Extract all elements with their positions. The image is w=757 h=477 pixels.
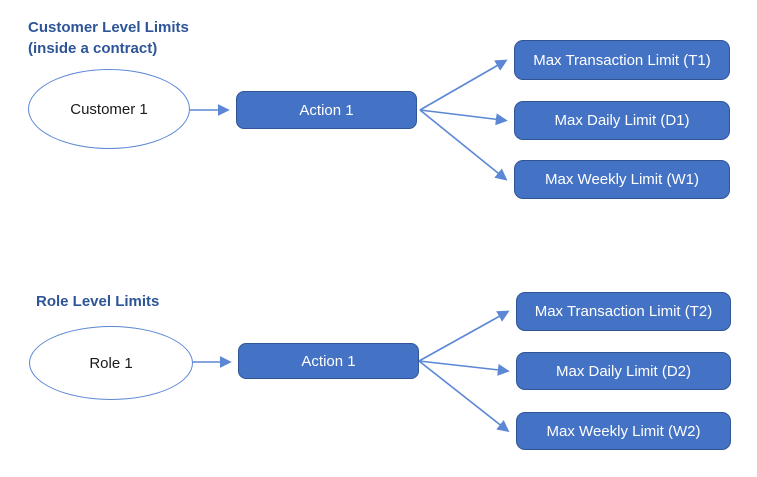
customer-section-title: Customer Level Limits (inside a contract… xyxy=(28,17,189,59)
connector-action2-to-w2 xyxy=(418,360,510,433)
role-title-line1: Role Level Limits xyxy=(36,293,160,310)
limit-label-t2: Max Transaction Limit (T2) xyxy=(534,303,713,320)
limit-node-max-daily-d1: Max Daily Limit (D1) xyxy=(514,101,730,140)
connector-action2-to-d2 xyxy=(418,360,510,376)
limit-node-max-weekly-w1: Max Weekly Limit (W1) xyxy=(514,160,730,199)
connector-action2-to-t2 xyxy=(418,310,510,362)
connector-action1-to-d1 xyxy=(419,109,508,126)
limit-node-max-transaction-t1: Max Transaction Limit (T1) xyxy=(514,40,730,80)
role-node: Role 1 xyxy=(29,326,193,400)
limit-label-w2: Max Weekly Limit (W2) xyxy=(546,422,701,440)
limit-label-d1: Max Daily Limit (D1) xyxy=(554,112,690,129)
limit-label-t1: Max Transaction Limit (T1) xyxy=(533,51,711,69)
role-node-label: Role 1 xyxy=(89,354,133,372)
limit-node-max-daily-d2: Max Daily Limit (D2) xyxy=(516,352,731,390)
role-action-node: Action 1 xyxy=(238,343,419,379)
connector-action1-to-w1 xyxy=(419,109,508,181)
limit-label-d2: Max Daily Limit (D2) xyxy=(555,362,691,380)
role-action-label: Action 1 xyxy=(301,352,356,370)
limit-node-max-weekly-w2: Max Weekly Limit (W2) xyxy=(516,412,731,450)
customer-node-label: Customer 1 xyxy=(70,100,148,118)
connector-action1-to-t1 xyxy=(419,59,508,111)
customer-node: Customer 1 xyxy=(28,69,190,149)
customer-title-line2: (inside a contract) xyxy=(28,40,158,57)
role-section-title: Role Level Limits xyxy=(36,291,159,312)
limit-label-w1: Max Weekly Limit (W1) xyxy=(545,171,699,188)
limit-node-max-transaction-t2: Max Transaction Limit (T2) xyxy=(516,292,731,331)
customer-action-label: Action 1 xyxy=(299,101,354,119)
customer-action-node: Action 1 xyxy=(236,91,417,129)
customer-title-line1: Customer Level Limits xyxy=(28,19,189,36)
